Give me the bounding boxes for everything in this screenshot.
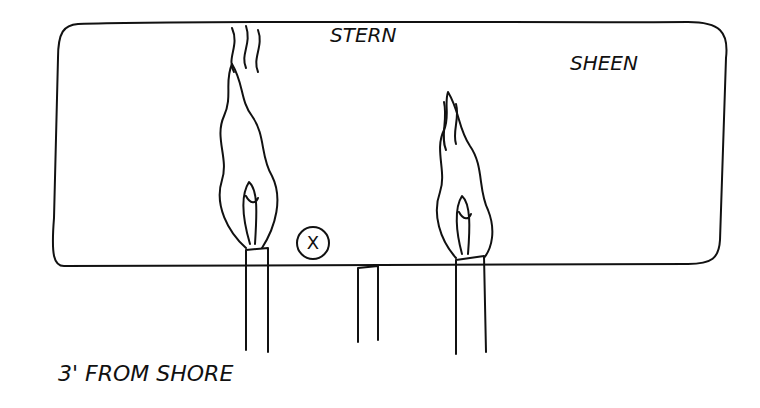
area-note: STERN — [330, 24, 396, 46]
smoke-line — [455, 104, 457, 144]
smoke-line — [444, 102, 446, 150]
flame-outline — [220, 64, 278, 248]
smoke-line — [244, 26, 247, 68]
flame-outline — [437, 92, 492, 258]
region-border — [53, 22, 727, 266]
piling — [456, 256, 486, 354]
mark-letter: X — [307, 233, 319, 253]
circled-mark: X — [296, 226, 330, 260]
water-region: STERN SHEEN X — [48, 18, 730, 268]
flame-core — [243, 182, 258, 244]
flame-core — [457, 196, 471, 254]
distance-note: 3' FROM SHORE — [58, 362, 233, 386]
smoke-line — [231, 28, 234, 72]
piling — [246, 248, 268, 352]
smoke-line — [256, 30, 259, 72]
piling — [358, 266, 378, 342]
area-note: SHEEN — [570, 52, 638, 74]
